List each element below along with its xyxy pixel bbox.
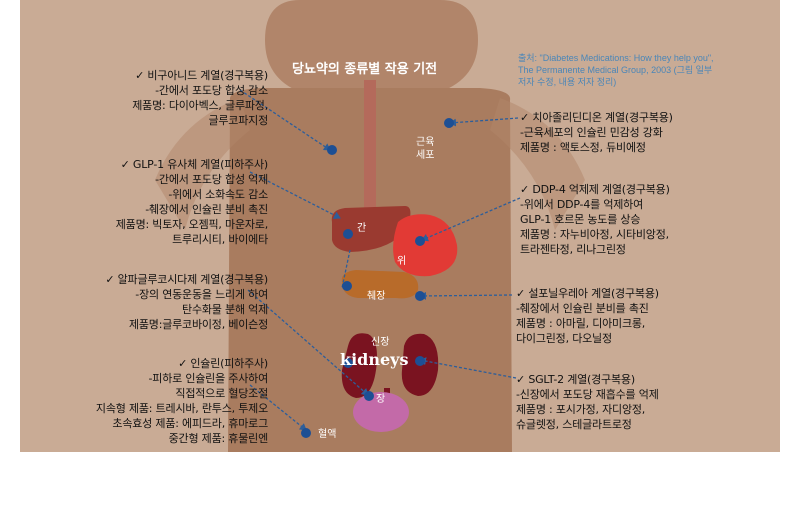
dot-pancreas-left [342, 281, 352, 291]
block-alpha-line: ✓ 알파글루코시다제 계열(경구복용) [105, 273, 268, 286]
block-glp1-line: -췌장에서 인슐린 분비 촉진 [145, 203, 268, 216]
block-sglt2: ✓ SGLT-2 계열(경구복용) -신장에서 포도당 재흡수를 억제 제품명 … [516, 372, 659, 432]
block-glp1-line: 트루리시티, 바이에타 [172, 233, 268, 246]
label-intestine: 장 [376, 394, 386, 405]
block-insulin: ✓ 인슐린(피하주사) -피하로 인슐린을 주사하여 직접적으로 혈당조절 지속… [96, 356, 268, 446]
block-sglt2-line: 제품명 : 포시가정, 자디앙정, [516, 403, 646, 416]
block-glp1-line: -간에서 포도당 합성 억제 [155, 173, 268, 186]
block-tzd-line: -근육세포의 인슐린 민감성 강화 [520, 126, 663, 139]
connector-dpp4 [421, 197, 521, 242]
block-dpp4-line: GLP-1 호르몬 농도를 상승 [520, 213, 641, 226]
connector-sulfonylurea [419, 291, 513, 300]
connector-sglt2 [419, 357, 517, 379]
block-insulin-line: 중간형 제품: 휴물린엔 [168, 432, 269, 445]
block-tzd: ✓ 치아졸리딘디온 계열(경구복용) -근육세포의 인슐린 민감성 강화 제품명… [520, 110, 673, 155]
dot-blood [301, 428, 311, 438]
block-biguanide-line: 제품명: 다이아벡스, 글루파정, [132, 99, 268, 112]
block-dpp4-line: 트라젠타정, 리나그린정 [520, 243, 626, 256]
label-muscle-cell: 근육 세포 [416, 136, 434, 162]
block-dpp4-line: -위에서 DDP-4를 억제하여 [520, 198, 644, 211]
connector-glp1-liver [249, 171, 341, 219]
connector-tzd [449, 117, 519, 127]
block-glp1-line: ✓ GLP-1 유사체 계열(피하주사) [120, 158, 269, 171]
block-insulin-line: ✓ 인슐린(피하주사) [178, 357, 268, 370]
right-shoulder [490, 98, 585, 230]
label-pancreas: 췌장 [367, 291, 386, 302]
block-alpha-line: -장의 연동운동을 느리게 하여 [135, 288, 268, 301]
label-kidney: 신장 [371, 337, 390, 348]
block-dpp4-line: ✓ DDP-4 억제제 계열(경구복용) [520, 183, 670, 196]
torso-shape [228, 88, 512, 452]
block-dpp4-line: 제품명 : 자누비아정, 시타비앙정, [520, 228, 669, 241]
label-muscle-line1: 근육 [416, 137, 435, 148]
left-shoulder [155, 98, 250, 230]
diagram-title: 당뇨약의 종류별 작용 기전 [292, 62, 438, 77]
block-dpp4: ✓ DDP-4 억제제 계열(경구복용) -위에서 DDP-4를 억제하여 GL… [520, 182, 670, 257]
block-biguanide: ✓ 비구아니드 계열(경구복용) -간에서 포도당 합성 감소 제품명: 다이아… [132, 68, 268, 128]
block-sglt2-line: ✓ SGLT-2 계열(경구복용) [516, 373, 635, 386]
block-alpha-line: 제품명:글루코바이정, 베이슨정 [128, 318, 268, 331]
block-insulin-line: -피하로 인슐린을 주사하여 [148, 372, 269, 385]
source-citation: 출처: "Diabetes Medications: How they help… [518, 53, 714, 87]
esophagus [364, 80, 376, 220]
block-sulfonylurea-line: 다이그린정, 다오닐정 [516, 332, 612, 345]
head-shape [265, 0, 478, 92]
block-tzd-line: 제품명 : 액토스정, 듀비에정 [520, 141, 646, 154]
block-biguanide-line: 글루코파지정 [208, 114, 268, 127]
block-alpha-line: 탄수화물 분해 억제 [182, 303, 268, 316]
stomach-shape [393, 214, 458, 277]
connector-glp1-pancreas [341, 249, 351, 289]
dot-kidney-left [343, 358, 353, 368]
connector-insulin [249, 384, 307, 431]
block-tzd-line: ✓ 치아졸리딘디온 계열(경구복용) [520, 111, 673, 124]
block-biguanide-line: ✓ 비구아니드 계열(경구복용) [135, 69, 268, 82]
block-insulin-line: 직접적으로 혈당조절 [175, 387, 268, 400]
label-liver: 간 [357, 223, 367, 234]
dot-intestine [364, 391, 374, 401]
label-kidneys-en: kidneys [340, 350, 409, 369]
block-insulin-line: 지속형 제품: 트레시바, 란투스, 투제오 [95, 402, 268, 415]
connector-alpha [247, 289, 369, 396]
block-sulfonylurea: ✓ 설포닐우레아 계열(경구복용) -췌장에서 인슐린 분비를 촉진 제품명 :… [516, 286, 659, 346]
block-glp1-line: 제품명: 빅토자, 오젬픽, 마운자로, [115, 218, 268, 231]
block-alpha-glucosidase: ✓ 알파글루코시다제 계열(경구복용) -장의 연동운동을 느리게 하여 탄수화… [105, 272, 268, 332]
intestine-shape [353, 392, 409, 432]
label-blood: 혈액 [318, 429, 337, 440]
block-sglt2-line: -신장에서 포도당 재흡수를 억제 [516, 388, 659, 401]
dot-stomach [415, 236, 425, 246]
dot-liver [343, 229, 353, 239]
block-glp1: ✓ GLP-1 유사체 계열(피하주사) -간에서 포도당 합성 억제 -위에서… [116, 157, 268, 247]
block-glp1-line: -위에서 소화속도 감소 [168, 188, 268, 201]
block-sulfonylurea-line: 제품명 : 아마릴, 디아미크롱, [516, 317, 646, 330]
dot-kidney-right [415, 356, 425, 366]
liver-shape [331, 206, 411, 252]
block-sulfonylurea-line: -췌장에서 인슐린 분비를 촉진 [516, 302, 649, 315]
dot-liver-top [327, 145, 337, 155]
block-sglt2-line: 슈글렛정, 스테글라트로정 [516, 418, 632, 431]
dot-muscle [444, 118, 454, 128]
pancreas-shape [341, 270, 419, 299]
label-stomach: 위 [397, 256, 407, 267]
block-sulfonylurea-line: ✓ 설포닐우레아 계열(경구복용) [516, 287, 659, 300]
connector-biguanide [239, 89, 331, 151]
block-insulin-line: 초속효성 제품: 에피드라, 휴마로그 [112, 417, 268, 430]
label-muscle-line2: 세포 [416, 150, 435, 161]
block-biguanide-line: -간에서 포도당 합성 감소 [155, 84, 268, 97]
kidney-left-shape [341, 333, 377, 398]
dot-pancreas-right [415, 291, 425, 301]
